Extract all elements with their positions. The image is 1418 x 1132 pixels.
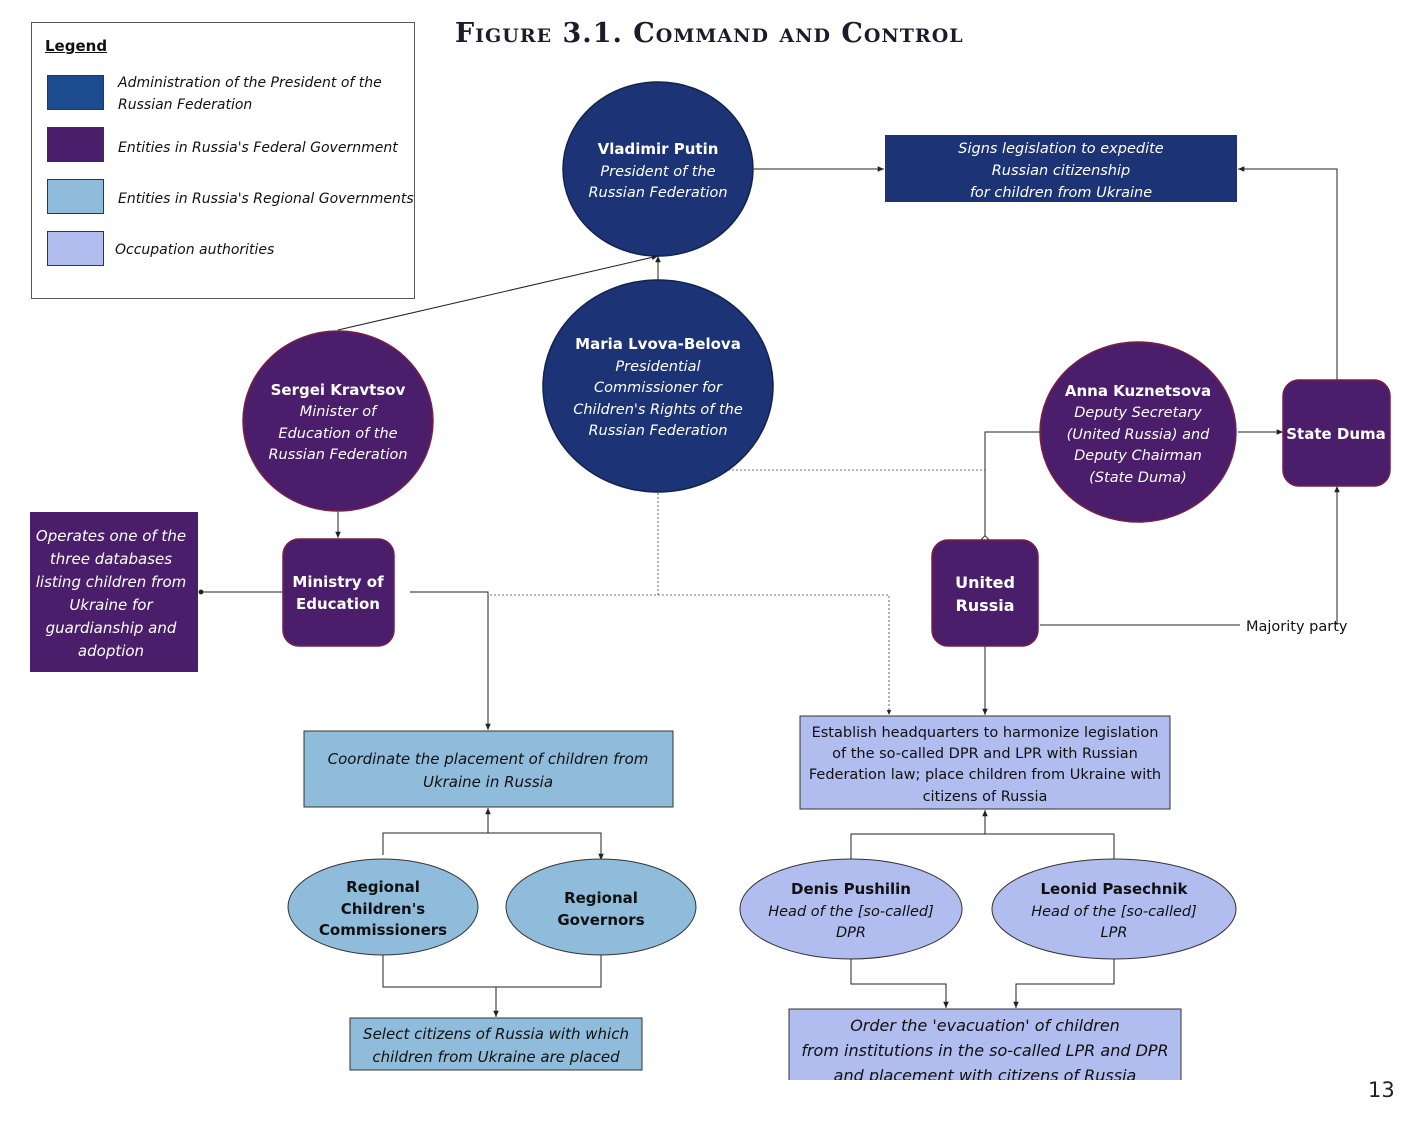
page-number: 13 (1368, 1078, 1395, 1102)
svg-text:Sergei Kravtsov: Sergei Kravtsov (271, 381, 406, 399)
node-putin: Vladimir Putin President of the Russian … (562, 81, 754, 257)
edge-lvova-headquarters-dotted (658, 594, 892, 715)
svg-text:State Duma: State Duma (1286, 425, 1386, 443)
node-databases: Operates one of the three databases list… (30, 512, 198, 672)
legend-swatch-regional (47, 179, 104, 214)
legend-swatch-occupation (47, 231, 104, 266)
svg-text:Minister of: Minister of (300, 404, 378, 420)
legend-swatch-federal (47, 127, 104, 162)
node-state-duma: State Duma (1282, 379, 1391, 487)
putin-role-2: Russian Federation (588, 185, 727, 201)
svg-text:of the so-called DPR and LPR w: of the so-called DPR and LPR with Russia… (832, 746, 1138, 762)
svg-text:Anna Kuznetsova: Anna Kuznetsova (1065, 382, 1211, 400)
svg-text:LPR: LPR (1101, 925, 1128, 941)
svg-text:Children's: Children's (341, 900, 426, 918)
label-majority-party: Majority party (1246, 619, 1348, 635)
svg-text:and placement with citizens of: and placement with citizens of Russia (834, 1066, 1137, 1085)
svg-text:DPR: DPR (836, 925, 866, 941)
svg-text:Select citizens of Russia with: Select citizens of Russia with which (363, 1025, 629, 1043)
svg-text:United: United (955, 573, 1015, 592)
node-headquarters: Establish headquarters to harmonize legi… (799, 715, 1171, 810)
edge-kuznetsova-unitedrussia (981, 431, 1040, 543)
svg-text:Governors: Governors (557, 911, 644, 929)
svg-text:Regional: Regional (346, 878, 420, 896)
svg-text:Commissioner for: Commissioner for (594, 380, 723, 396)
svg-text:Establish headquarters to harm: Establish headquarters to harmonize legi… (812, 725, 1159, 741)
legend-label-regional: Entities in Russia's Regional Government… (118, 191, 414, 207)
node-kravtsov: Sergei Kravtsov Minister of Education of… (242, 330, 434, 512)
svg-text:listing children from: listing children from (36, 573, 187, 591)
edge-kravtsov-putin (337, 254, 659, 331)
node-pasechnik: Leonid Pasechnik Head of the [so-called]… (991, 858, 1237, 960)
legend-label-occupation: Occupation authorities (115, 242, 275, 258)
edge-pushilin-evacuation (850, 959, 949, 1008)
svg-text:Coordinate the placement of ch: Coordinate the placement of children fro… (328, 750, 649, 768)
svg-text:guardianship and: guardianship and (46, 619, 177, 637)
svg-text:(State Duma): (State Duma) (1089, 470, 1187, 486)
figure-title: Figure 3.1. Command and Control (455, 18, 964, 49)
legend-swatch-presidential (47, 75, 104, 110)
svg-text:Presidential: Presidential (615, 359, 700, 375)
putin-role-1: President of the (600, 164, 715, 180)
svg-text:Ukraine in Russia: Ukraine in Russia (423, 773, 553, 791)
legend: Legend Administration of the President o… (31, 22, 415, 299)
edge-lvova-coordinate-dotted (488, 493, 659, 596)
svg-text:Federation law; place children: Federation law; place children from Ukra… (809, 767, 1161, 783)
node-regional-commissioners: Regional Children's Commissioners (287, 858, 479, 956)
svg-text:Russian Federation: Russian Federation (588, 423, 727, 439)
node-regional-governors: Regional Governors (505, 858, 697, 956)
svg-text:Head of the [so-called]: Head of the [so-called] (768, 904, 934, 920)
svg-text:from institutions in the so-ca: from institutions in the so-called LPR a… (801, 1041, 1168, 1060)
node-ministry-of-education: Ministry of Education (282, 538, 395, 647)
node-select-citizens: Select citizens of Russia with which chi… (349, 1017, 643, 1071)
svg-text:Children's Rights of the: Children's Rights of the (573, 402, 743, 418)
svg-text:Commissioners: Commissioners (319, 921, 447, 939)
edge-regional-join (382, 955, 602, 988)
edge-pasechnik-evacuation (1013, 959, 1115, 1008)
svg-text:adoption: adoption (78, 642, 144, 660)
svg-text:for children from Ukraine: for children from Ukraine (970, 185, 1152, 201)
node-coordinate-placement: Coordinate the placement of children fro… (303, 730, 674, 808)
svg-text:Ukraine for: Ukraine for (69, 596, 153, 614)
svg-text:Russia: Russia (955, 596, 1014, 615)
edge-duma-signs (1238, 166, 1338, 380)
node-kuznetsova: Anna Kuznetsova Deputy Secretary (United… (1039, 341, 1237, 523)
svg-text:Denis Pushilin: Denis Pushilin (791, 880, 911, 898)
svg-text:citizens of Russia: citizens of Russia (923, 789, 1048, 805)
edge-ministry-coordinate (410, 591, 491, 730)
node-united-russia: United Russia (931, 539, 1039, 647)
svg-text:three databases: three databases (50, 550, 172, 568)
node-signs-legislation: Signs legislation to expedite Russian ci… (885, 135, 1237, 202)
svg-text:(United Russia) and: (United Russia) and (1067, 427, 1211, 443)
edge-coord-governors (382, 832, 604, 860)
svg-text:Head of the [so-called]: Head of the [so-called] (1031, 904, 1197, 920)
svg-text:Russian citizenship: Russian citizenship (992, 163, 1131, 179)
svg-text:Signs legislation to expedite: Signs legislation to expedite (958, 141, 1164, 157)
svg-text:Regional: Regional (564, 889, 638, 907)
svg-text:Russian Federation: Russian Federation (268, 447, 407, 463)
edge-occupation-join (850, 833, 1115, 862)
svg-text:Ministry of: Ministry of (292, 573, 384, 591)
svg-text:Maria Lvova-Belova: Maria Lvova-Belova (575, 335, 741, 353)
svg-text:Education: Education (296, 595, 380, 613)
svg-text:Operates one of the: Operates one of the (36, 527, 186, 545)
svg-text:Deputy Chairman: Deputy Chairman (1074, 448, 1202, 464)
svg-text:Leonid Pasechnik: Leonid Pasechnik (1041, 880, 1189, 898)
putin-name: Vladimir Putin (598, 140, 719, 158)
node-evacuation: Order the 'evacuation' of children from … (788, 1008, 1182, 1085)
svg-text:children from Ukraine are plac: children from Ukraine are placed (372, 1048, 620, 1066)
svg-text:Education of the: Education of the (278, 426, 397, 442)
svg-text:Order the 'evacuation' of chil: Order the 'evacuation' of children (850, 1016, 1120, 1035)
node-pushilin: Denis Pushilin Head of the [so-called] D… (739, 858, 963, 960)
svg-text:Deputy Secretary: Deputy Secretary (1074, 405, 1202, 421)
node-lvova-belova: Maria Lvova-Belova Presidential Commissi… (542, 279, 774, 493)
legend-label-federal: Entities in Russia's Federal Government (118, 140, 398, 156)
legend-heading: Legend (45, 37, 108, 55)
